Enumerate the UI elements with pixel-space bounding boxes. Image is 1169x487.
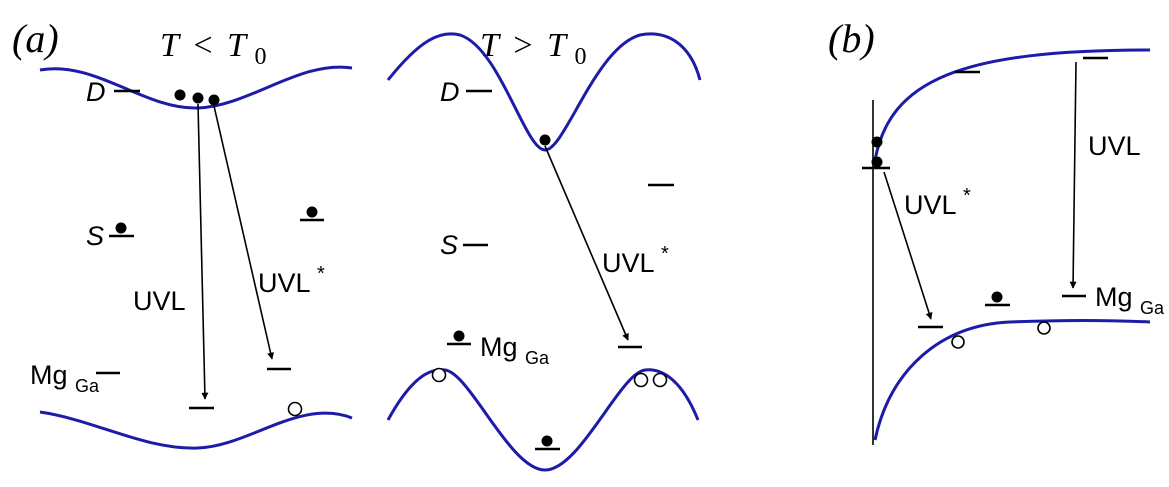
title-t: T xyxy=(160,27,181,64)
title-t0-sub: 0 xyxy=(255,44,267,70)
shallow-label-warm: S xyxy=(440,230,458,260)
title-t: T xyxy=(480,27,501,64)
mg-label-bulk: Mg Ga xyxy=(1095,282,1165,318)
electron-icon xyxy=(541,435,553,447)
hole-icon xyxy=(431,367,447,383)
panel-a-cold-title: T < T 0 xyxy=(160,27,267,70)
electron-icon xyxy=(306,206,318,218)
uvl-star-label-surface: UVL * xyxy=(904,185,971,220)
uvl-star-text: UVL xyxy=(602,248,655,278)
uvl-star-label-warm: UVL * xyxy=(602,243,669,278)
valence-band-warm xyxy=(386,368,700,472)
electron-icon xyxy=(871,156,883,168)
uvl-label-cold: UVL xyxy=(133,286,186,316)
conduction-band-surface xyxy=(873,48,1151,161)
title-op: < xyxy=(193,27,212,64)
uvl-star-arrow-warm xyxy=(544,145,629,341)
electron-icon xyxy=(539,134,551,146)
uvl-star-arrow-cold xyxy=(213,105,275,360)
hole-icon xyxy=(1037,321,1051,335)
electron-icon xyxy=(115,222,127,234)
title-op: > xyxy=(513,27,532,64)
panel-a-warm: T > T 0 D S UVL * Mg Ga xyxy=(386,27,702,472)
uvl-arrow-bulk xyxy=(1069,61,1077,289)
hole-icon xyxy=(652,372,668,388)
electron-icon xyxy=(208,94,220,106)
donor-label-cold: D xyxy=(86,77,106,107)
title-t0: T xyxy=(227,27,248,64)
electron-icon xyxy=(192,92,204,104)
electron-icon xyxy=(871,136,883,148)
panel-b: (b) UVL * UVL Mg Ga xyxy=(828,16,1165,445)
conduction-band-warm xyxy=(386,32,702,152)
hole-icon xyxy=(951,335,965,349)
mg-text: Mg xyxy=(1095,282,1133,312)
panel-a-label: (a) xyxy=(12,16,59,61)
hole-icon xyxy=(287,401,303,417)
title-t0-sub: 0 xyxy=(575,44,587,70)
hole-icon xyxy=(633,372,649,388)
panel-b-label: (b) xyxy=(828,16,875,61)
uvl-label-bulk: UVL xyxy=(1088,131,1141,161)
uvl-star-mark: * xyxy=(661,243,669,265)
uvl-star-text: UVL xyxy=(258,268,311,298)
panel-a-warm-title: T > T 0 xyxy=(480,27,587,70)
mg-sub: Ga xyxy=(75,376,100,396)
electron-icon xyxy=(174,89,186,101)
title-t0: T xyxy=(547,27,568,64)
mg-text: Mg xyxy=(480,332,518,362)
uvl-star-mark: * xyxy=(963,185,971,207)
electron-icon xyxy=(453,330,465,342)
panel-a-cold: (a) T < T 0 D S UVL UVL * Mg Ga xyxy=(12,16,353,450)
uvl-star-text: UVL xyxy=(904,190,957,220)
mg-sub: Ga xyxy=(525,348,550,368)
uvl-arrow-cold xyxy=(197,103,209,400)
mg-label-cold: Mg Ga xyxy=(30,360,100,396)
uvl-star-arrow-surface xyxy=(883,171,933,320)
mg-text: Mg xyxy=(30,360,68,390)
uvl-star-mark: * xyxy=(317,263,325,285)
mg-label-warm: Mg Ga xyxy=(480,332,550,368)
mg-sub: Ga xyxy=(1140,298,1165,318)
valence-band-surface xyxy=(873,319,1151,441)
uvl-star-label-cold: UVL * xyxy=(258,263,325,298)
electron-icon xyxy=(991,291,1003,303)
donor-label-warm: D xyxy=(440,77,460,107)
valence-band-cold xyxy=(39,410,353,450)
shallow-label-cold: S xyxy=(86,221,104,251)
